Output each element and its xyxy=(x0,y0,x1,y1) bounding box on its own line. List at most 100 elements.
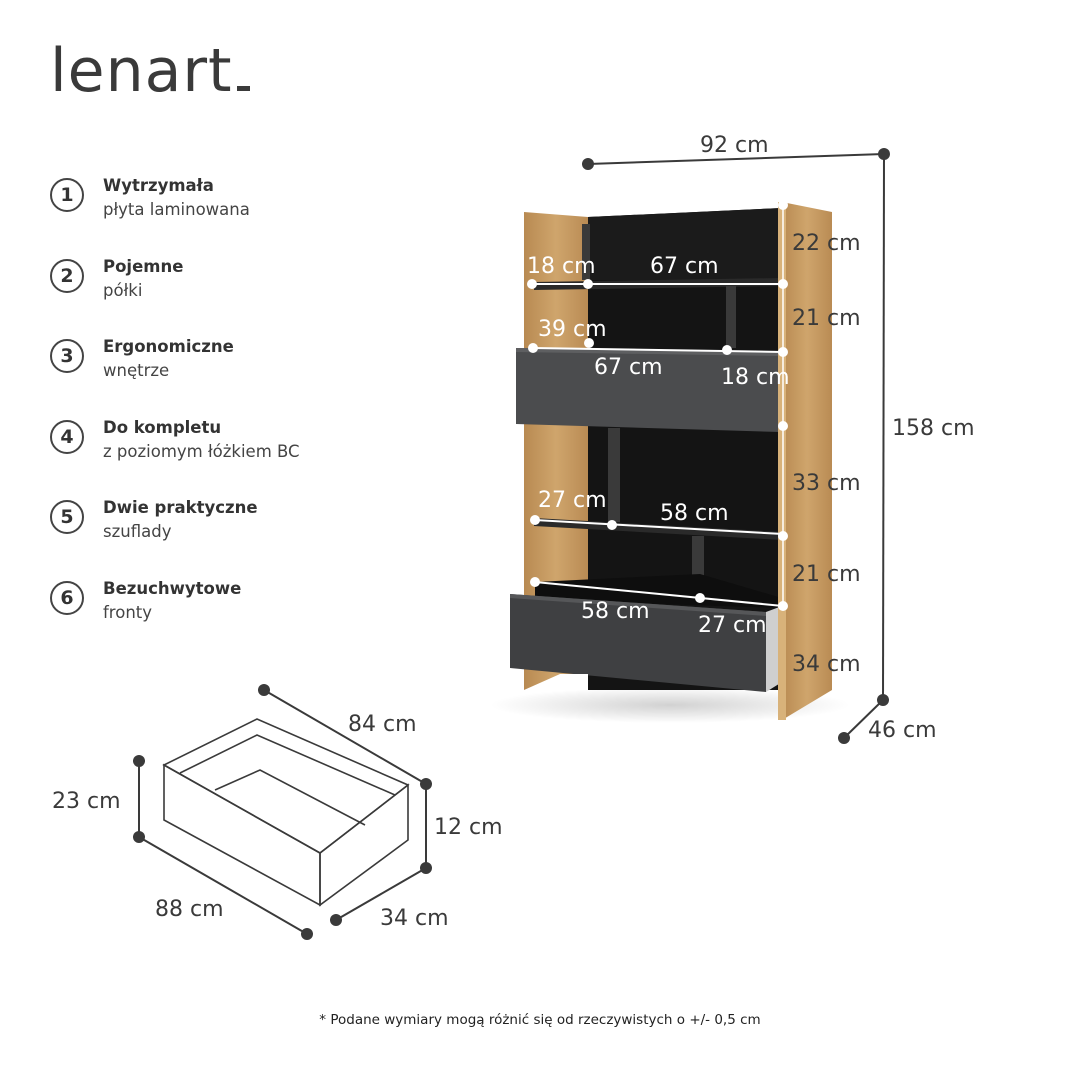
brand-logo: lenart xyxy=(50,36,250,106)
label-right-5: 34 cm xyxy=(792,652,861,677)
drawer-dimension-lines xyxy=(138,689,427,935)
label-right-2: 21 cm xyxy=(792,306,861,331)
label-row2-left: 39 cm xyxy=(538,317,607,342)
label-drawer-length: 84 cm xyxy=(348,712,417,737)
feature-number-badge: 2 xyxy=(50,258,84,293)
divider-top xyxy=(582,224,590,280)
dim-dot xyxy=(778,531,788,541)
dim-dot xyxy=(778,200,788,210)
drawer-2-front xyxy=(510,594,766,692)
feature-item: 6 Bezuchwytowe fronty xyxy=(50,579,410,660)
feature-number-badge: 4 xyxy=(50,419,84,454)
label-right-4: 21 cm xyxy=(792,562,861,587)
label-height: 158 cm xyxy=(892,416,975,441)
cabinet-left-panel xyxy=(524,212,588,690)
divider-row-3 xyxy=(608,428,620,522)
label-drawer2-width: 58 cm xyxy=(581,599,650,624)
logo-underscore xyxy=(236,86,250,91)
feature-number-badge: 3 xyxy=(50,339,84,373)
inner-line-row3 xyxy=(534,519,784,535)
cabinet-right-edge xyxy=(778,202,786,720)
drawer-dimension-dots xyxy=(133,684,432,940)
drawer-side-face xyxy=(319,783,409,907)
label-depth: 46 cm xyxy=(868,718,937,743)
width-line xyxy=(587,153,885,165)
drawer-outline xyxy=(162,718,410,907)
label-right-3: 33 cm xyxy=(792,471,861,496)
feature-item: 4 Do kompletu z poziomym łóżkiem BC xyxy=(50,418,410,499)
feature-item: 3 Ergonomiczne wnętrze xyxy=(50,337,410,418)
label-right-1: 22 cm xyxy=(792,231,861,256)
label-drawer2-right: 27 cm xyxy=(698,613,767,638)
inner-dimension-dots xyxy=(527,279,732,603)
label-drawer-height-back: 23 cm xyxy=(52,789,121,814)
dim-dot xyxy=(583,279,593,289)
label-drawer-height-front: 12 cm xyxy=(434,815,503,840)
brand-name: lenart xyxy=(50,36,233,106)
inner-line-row2 xyxy=(532,347,784,353)
feature-title: Do kompletu xyxy=(103,417,222,437)
label-top-left: 18 cm xyxy=(527,254,596,279)
inner-dimension-lines xyxy=(532,283,784,607)
drawer-1-front xyxy=(516,348,780,432)
feature-title: Pojemne xyxy=(103,256,184,276)
dim-dot xyxy=(584,338,594,348)
dim-dot xyxy=(301,928,313,940)
drawer-inner-back xyxy=(179,734,396,796)
label-row3-left: 27 cm xyxy=(538,488,607,513)
feature-item: 1 Wytrzymała płyta laminowana xyxy=(50,176,410,257)
height-line xyxy=(882,153,885,701)
dim-dot xyxy=(258,684,270,696)
floor-shadow xyxy=(490,687,850,723)
label-width: 92 cm xyxy=(700,133,769,158)
drawer-front-face xyxy=(163,763,321,907)
feature-subtitle: płyta laminowana xyxy=(103,200,250,219)
footnote: * Podane wymiary mogą różnić się od rzec… xyxy=(319,1012,761,1028)
feature-title: Bezuchwytowe xyxy=(103,578,242,598)
right-column-dots xyxy=(778,200,788,611)
plinth-left xyxy=(524,674,588,690)
dim-dot xyxy=(778,421,788,431)
dim-dot xyxy=(582,158,594,170)
dim-dot xyxy=(607,520,617,530)
divider-row-2 xyxy=(726,286,736,348)
cabinet xyxy=(510,202,832,720)
drawer-2-edge xyxy=(510,594,766,616)
label-drawer1-width: 67 cm xyxy=(594,355,663,380)
cabinet-right-panel xyxy=(782,202,832,720)
feature-item: 2 Pojemne półki xyxy=(50,257,410,338)
drawer-inner-floor xyxy=(214,769,366,826)
dim-dot xyxy=(722,345,732,355)
feature-subtitle: półki xyxy=(103,280,143,300)
dim-dot xyxy=(877,694,889,706)
label-drawer1-right: 18 cm xyxy=(721,365,790,390)
dim-dot xyxy=(528,343,538,353)
dim-dot xyxy=(420,778,432,790)
feature-subtitle: z poziomym łóżkiem BC xyxy=(103,441,300,461)
label-top-mid: 67 cm xyxy=(650,254,719,279)
dim-dot xyxy=(695,593,705,603)
dim-dot xyxy=(133,831,145,843)
label-row3-mid: 58 cm xyxy=(660,501,729,526)
feature-number-badge: 1 xyxy=(50,178,84,212)
drawer-depth-line xyxy=(335,867,427,921)
dim-dot xyxy=(133,755,145,767)
feature-title: Ergonomiczne xyxy=(103,337,234,356)
outer-dimension-lines xyxy=(587,153,885,739)
feature-subtitle: wnętrze xyxy=(103,361,170,380)
dim-dot xyxy=(420,862,432,874)
dim-dot xyxy=(530,577,540,587)
interior-top-compartment xyxy=(588,208,782,280)
feature-number-badge: 5 xyxy=(50,500,84,534)
dim-dot xyxy=(838,732,850,744)
dim-dot xyxy=(530,515,540,525)
depth-line xyxy=(843,699,884,739)
drawer-width-line xyxy=(138,836,308,935)
feature-item: 5 Dwie praktyczne szuflady xyxy=(50,498,410,579)
dim-dot xyxy=(527,279,537,289)
feature-title: Wytrzymała xyxy=(103,176,214,195)
dim-dot xyxy=(878,148,890,160)
drawer-length-line xyxy=(263,689,427,785)
drawer-1-edge xyxy=(516,348,780,356)
feature-number-badge: 6 xyxy=(50,580,84,615)
